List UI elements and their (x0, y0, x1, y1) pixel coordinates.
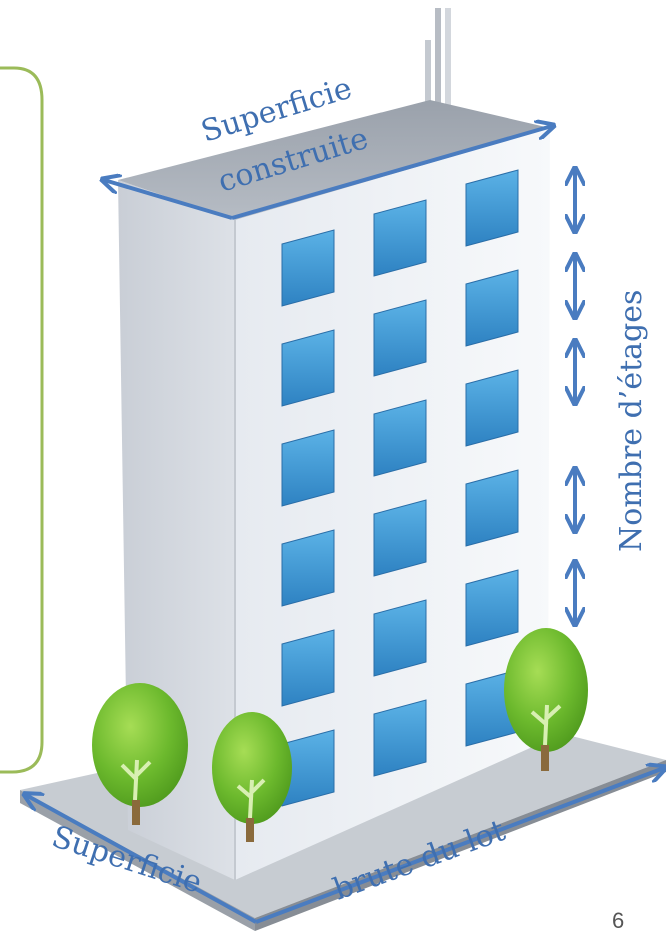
window (465, 169, 519, 247)
window (465, 469, 519, 547)
window (373, 399, 427, 477)
tree-left (92, 683, 188, 825)
window (281, 429, 335, 507)
window (465, 569, 519, 647)
building-roof (118, 100, 550, 220)
tree-middle (212, 712, 292, 842)
page-number: 6 (612, 908, 624, 931)
window (281, 529, 335, 607)
window (373, 499, 427, 577)
window-grid (281, 169, 519, 807)
tree-right (504, 628, 588, 771)
window (373, 199, 427, 277)
roof-width-arrow (231, 126, 552, 220)
window (281, 229, 335, 307)
window (373, 699, 427, 777)
window (281, 329, 335, 407)
lot-depth-arrow (26, 795, 257, 924)
roof-depth-arrow (104, 180, 233, 220)
antenna (425, 8, 451, 135)
label-nombre-etages: Nombre d’étages (614, 290, 649, 552)
window (281, 629, 335, 707)
window (373, 599, 427, 677)
window (465, 369, 519, 447)
lot-width-arrow (255, 768, 664, 924)
left-frame (0, 66, 44, 774)
window (373, 299, 427, 377)
window (465, 269, 519, 347)
